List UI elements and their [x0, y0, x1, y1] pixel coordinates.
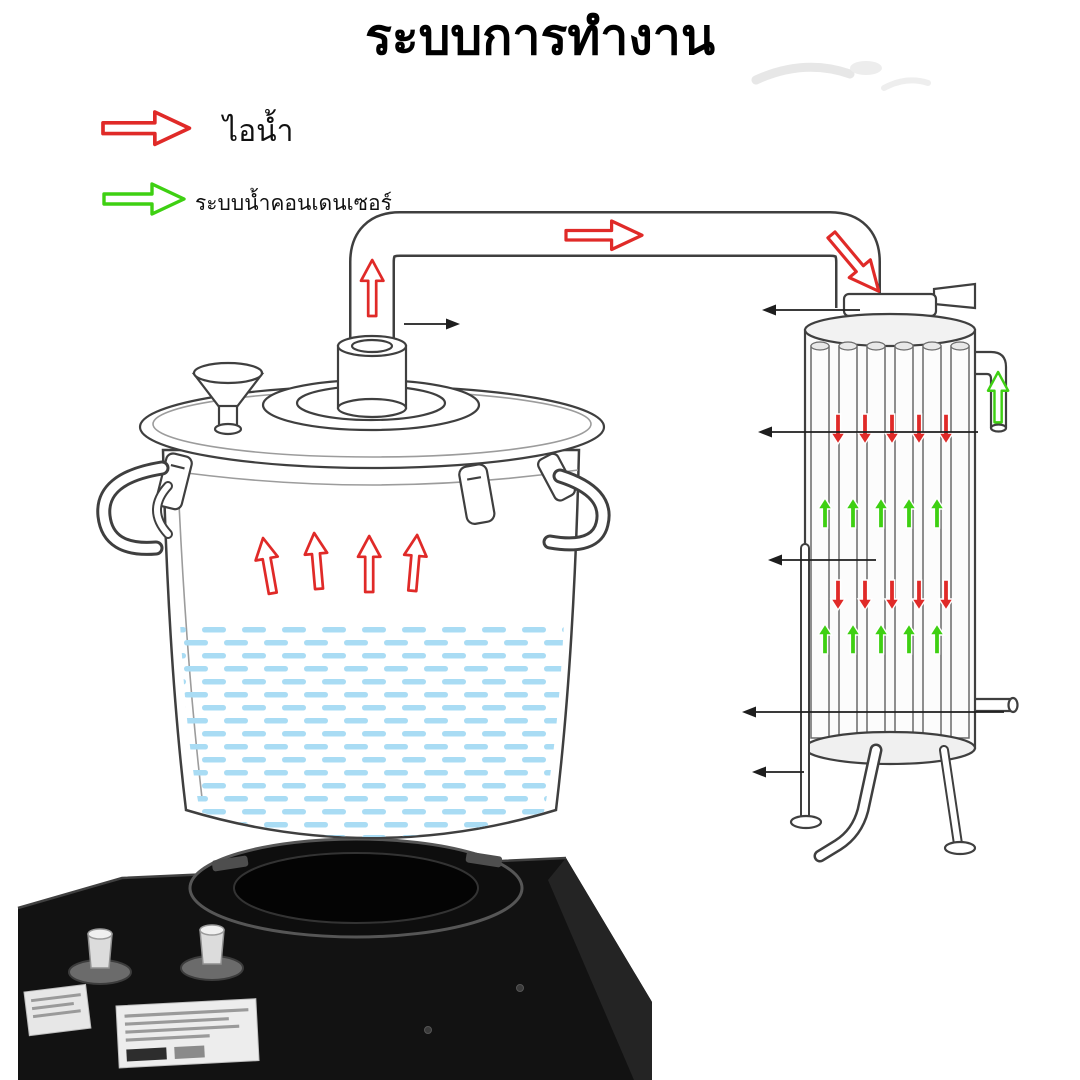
- condenser-right-leg: [939, 745, 977, 856]
- left-callout-arrow-icon: [742, 706, 756, 718]
- burner-well: [188, 837, 524, 939]
- legend: ไอน้ำ ระบบน้ำคอนเดนเซอร์: [101, 109, 392, 216]
- condenser-left-pipe-leg: [789, 543, 823, 830]
- pot-handle-right: [542, 468, 611, 552]
- legend-steam-label: ไอน้ำ: [221, 109, 293, 149]
- watermark-remnant: [751, 61, 931, 91]
- small-sticker: [23, 983, 92, 1037]
- stove-knob-left: [68, 928, 132, 985]
- condenser-top-tab: [932, 282, 977, 310]
- page-title: ระบบการทำงาน: [365, 8, 715, 66]
- condenser-top-cap: [803, 312, 977, 348]
- spec-sticker: [115, 998, 260, 1069]
- lid-clamp-right: [458, 463, 496, 525]
- condenser-shell: [803, 328, 977, 750]
- condenser-drain-pipe: [813, 743, 883, 863]
- left-callout-arrow-icon: [752, 766, 766, 778]
- burner-supports: [211, 851, 503, 872]
- right-callout-arrow-icon: [446, 318, 460, 330]
- stove-knob-right: [180, 924, 244, 981]
- stove-right-edge: [548, 858, 652, 1080]
- left-callout-arrow-icon: [762, 304, 776, 316]
- gas-stove: [17, 837, 652, 1080]
- condenser-inlet-flange: [842, 292, 938, 318]
- condenser-side-stub: [975, 696, 1019, 714]
- pipe-body: [351, 213, 879, 348]
- callout-arrows: [404, 304, 1004, 778]
- condenser-column: [789, 282, 1019, 863]
- cooling-water-outlet: [975, 350, 1010, 433]
- pot-rim-line: [164, 469, 579, 486]
- legend-condenser-label: ระบบน้ำคอนเดนเซอร์: [195, 188, 392, 215]
- stove-screw-dot: [516, 984, 524, 992]
- steam-arrow-icon: [101, 110, 192, 147]
- left-callout-arrow-icon: [768, 554, 782, 566]
- chimney-collar: [336, 334, 408, 419]
- steam-pipe: [336, 211, 891, 419]
- pot-lid: [138, 378, 606, 470]
- funnel: [191, 361, 265, 436]
- pot-handle-left: [96, 460, 173, 556]
- left-callout-arrow-icon: [758, 426, 772, 438]
- boiler-pot: [96, 361, 611, 840]
- condenser-water-arrow-icon: [102, 182, 186, 216]
- stove-screw-dot: [424, 1026, 432, 1034]
- water-level: [180, 622, 564, 837]
